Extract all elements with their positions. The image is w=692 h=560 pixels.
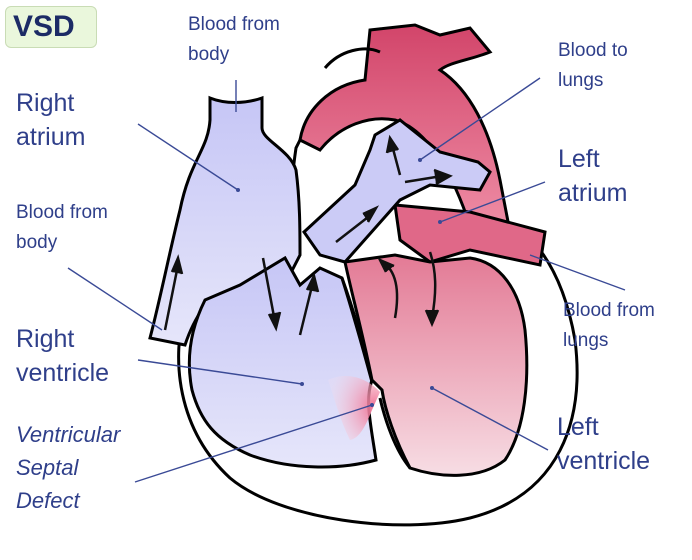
label-left-ventricle: Left ventricle	[557, 413, 651, 475]
label-right-ventricle: Right ventricle	[16, 325, 110, 387]
pulmonary-artery	[302, 118, 492, 264]
diagram-title: VSD	[13, 10, 75, 43]
label-blood-to-lungs: Blood to lungs	[558, 40, 628, 91]
leader-dots	[236, 158, 442, 407]
title-badge	[5, 6, 97, 48]
label-right-atrium: Right atrium	[16, 89, 86, 151]
label-ventricular-septal-defect: Ventricular Septal Defect	[16, 422, 121, 513]
left-atrium	[393, 203, 547, 267]
label-blood-from-body-top: Blood from body	[188, 14, 280, 65]
leader-lines	[67, 77, 626, 483]
label-blood-from-lungs: Blood from lungs	[563, 300, 655, 351]
septal-defect	[328, 376, 380, 440]
label-blood-from-body-left: Blood from body	[16, 202, 108, 253]
flow-arrows	[163, 134, 453, 336]
left-ventricle	[343, 253, 529, 477]
label-left-atrium: Left atrium	[558, 145, 628, 207]
